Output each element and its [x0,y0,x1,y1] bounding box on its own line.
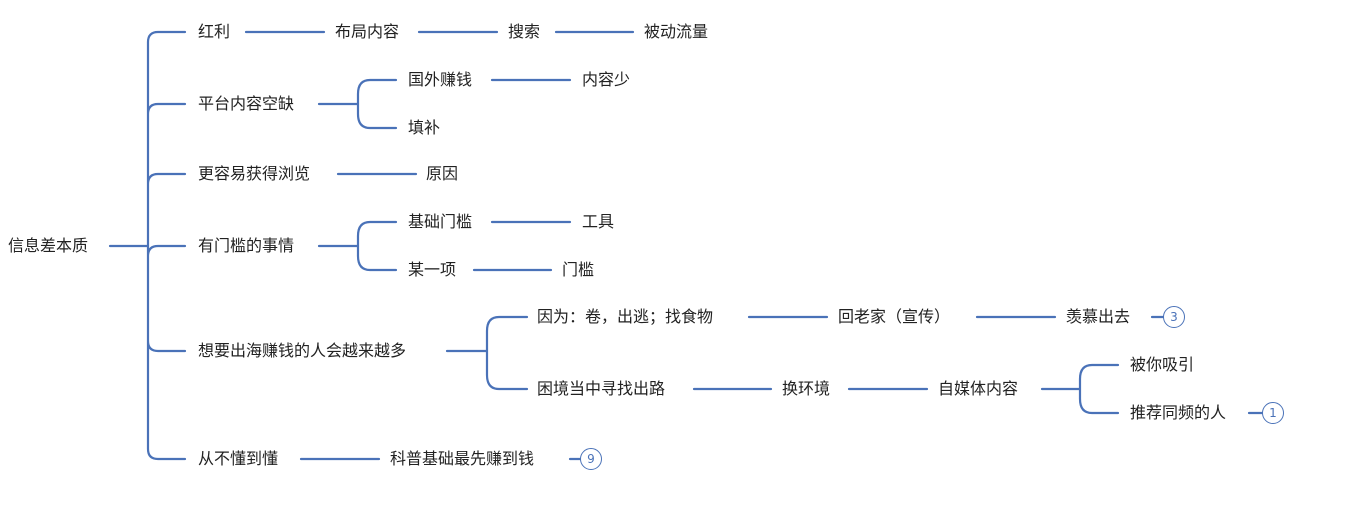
topic-sousuo[interactable]: 搜索 [508,22,541,41]
topic-pingtai-neirong-kongque[interactable]: 平台内容空缺 [198,94,295,113]
connector-trunk [146,30,187,461]
topic-guowai-zhuanqian[interactable]: 国外赚钱 [408,70,473,89]
topic-gongju[interactable]: 工具 [582,212,615,231]
topic-neirong-shao[interactable]: 内容少 [582,70,631,89]
topic-kepu-jichu[interactable]: 科普基础最先赚到钱 [390,449,535,468]
topic-chuhai-zhuanqian[interactable]: 想要出海赚钱的人会越来越多 [198,341,407,360]
topic-huan-huanjing[interactable]: 换环境 [782,379,831,398]
connector-jichu [472,220,572,272]
topic-beidong-liuliang[interactable]: 被动流量 [644,22,709,41]
connector-menkan [317,220,398,272]
topic-xianmu-chuqu[interactable]: 羡慕出去 [1066,307,1131,326]
topic-jichu-menkan[interactable]: 基础门槛 [408,212,473,231]
topic-kunjing-xunzhao-chulu[interactable]: 困境当中寻找出路 [537,379,666,398]
count-badge-9[interactable]: 9 [580,448,602,470]
topic-bei-ni-xiyin[interactable]: 被你吸引 [1130,355,1195,374]
connector-pingtai [317,78,398,130]
topic-yinwei[interactable]: 因为：卷，出逃；找食物 [537,307,714,326]
topic-tuijian-tongpin[interactable]: 推荐同频的人 [1130,403,1227,422]
topic-buju-neirong[interactable]: 布局内容 [335,22,400,41]
count-badge-3[interactable]: 3 [1163,306,1185,328]
topic-mou-yixiang[interactable]: 某一项 [408,260,457,279]
root-node[interactable]: 信息差本质 [8,236,89,255]
count-badge-1[interactable]: 1 [1262,402,1284,424]
topic-zimeiti-neirong[interactable]: 自媒体内容 [938,379,1019,398]
topic-tianbu[interactable]: 填补 [408,118,441,137]
topic-yuanyin[interactable]: 原因 [426,164,459,183]
topic-you-menkan-de-shiqing[interactable]: 有门槛的事情 [198,236,295,255]
topic-hui-laojia[interactable]: 回老家（宣传） [838,307,951,326]
topic-hongli[interactable]: 红利 [198,22,231,41]
topic-gengrongyi-huode-liulan[interactable]: 更容易获得浏览 [198,164,311,183]
connector-chuhai [445,315,529,391]
topic-cong-budong-dao-dong[interactable]: 从不懂到懂 [198,449,279,468]
connector-kunjing [692,363,1264,415]
topic-menkan[interactable]: 门槛 [562,260,595,279]
